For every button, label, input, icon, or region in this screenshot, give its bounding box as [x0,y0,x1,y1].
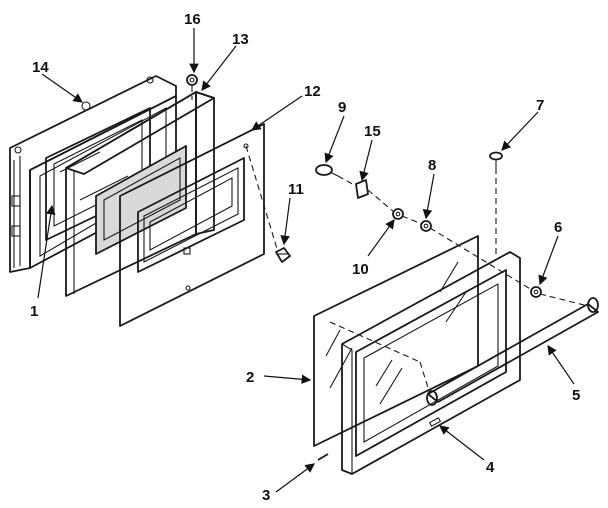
callout-label-13: 13 [232,31,249,48]
part-3-pin [317,453,329,461]
leader-lines [37,28,575,493]
callout-label-15: 15 [364,123,381,140]
callout-label-14: 14 [32,59,49,76]
callout-label-9: 9 [338,99,346,116]
callout-label-12: 12 [304,83,321,100]
callout-label-5: 5 [572,387,580,404]
callout-label-2: 2 [246,369,254,386]
part-8-washer [420,220,432,232]
part-13-insulation-block [65,91,215,297]
part-10-washer [392,208,404,220]
alignment-lines [191,86,589,395]
part-16-screw [186,74,198,86]
callout-label-10: 10 [352,261,369,278]
part-4-door-frame [341,251,521,475]
callout-label-6: 6 [554,219,562,236]
part-11-screw [275,247,291,263]
callout-label-1: 1 [30,303,38,320]
part-2-outer-glass [313,235,479,447]
callout-labels: 14 16 13 12 9 15 8 11 10 7 6 1 2 5 3 4 [30,11,580,504]
callout-label-7: 7 [536,97,544,114]
callout-label-8: 8 [428,157,436,174]
callout-label-16: 16 [184,11,201,28]
part-7-screw [489,151,503,168]
part-5-door-handle [426,297,599,406]
part-9-knob [315,164,339,177]
part-12-outer-door-panel [119,123,265,327]
part-15-bracket [355,179,369,199]
callout-label-4: 4 [486,459,495,476]
callout-label-3: 3 [262,487,270,504]
callout-label-11: 11 [288,181,304,198]
part-6-washer [530,286,542,298]
